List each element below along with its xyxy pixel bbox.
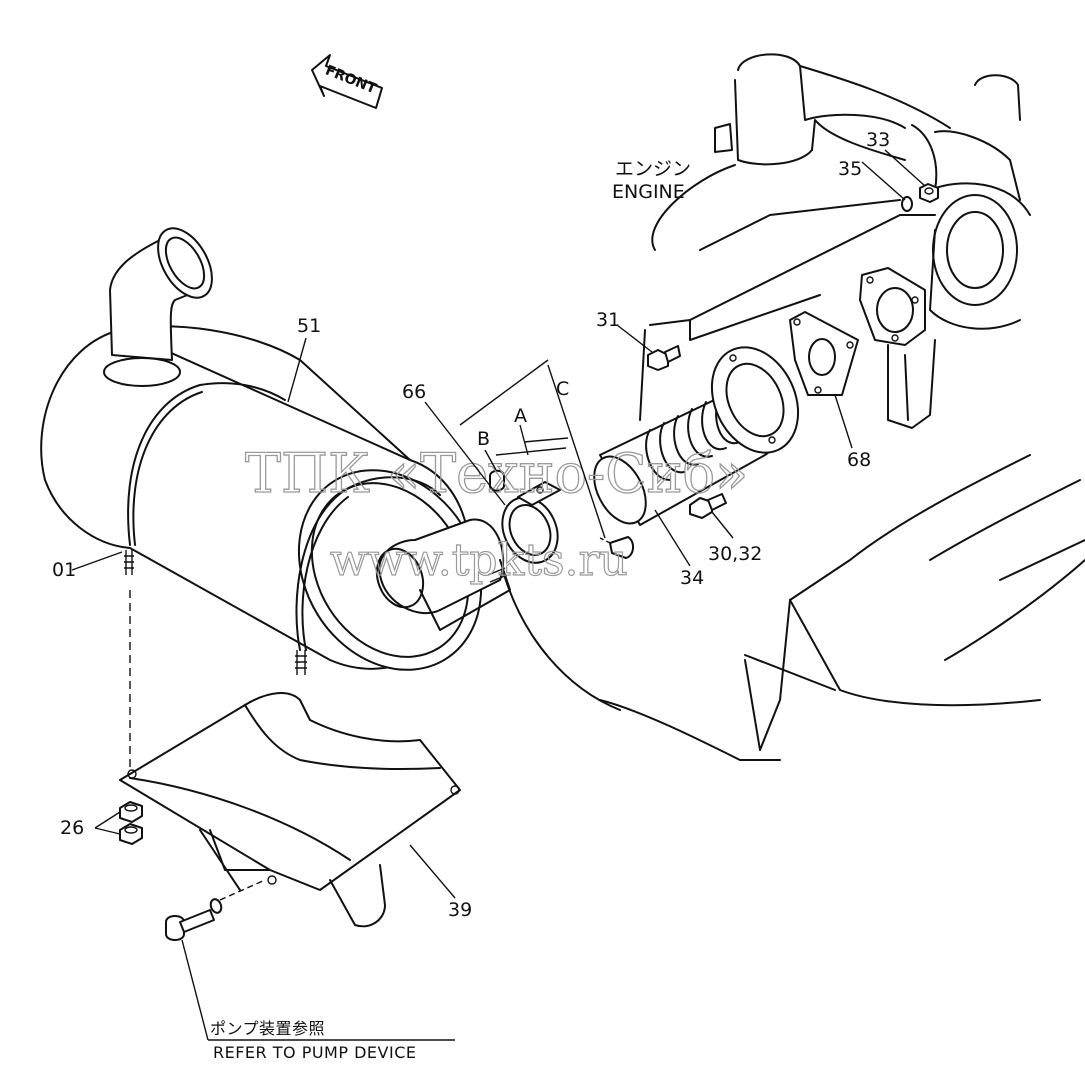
- bellows-34: [593, 346, 800, 526]
- detail-label-b: B: [477, 428, 490, 450]
- nuts-26: [119, 801, 143, 845]
- part-label-33: 33: [866, 129, 890, 151]
- gasket-68: [789, 311, 859, 396]
- part-label-01: 01: [52, 559, 76, 581]
- part-label-31: 31: [596, 309, 620, 331]
- bolt-31: [647, 345, 681, 371]
- nut-33: [919, 183, 939, 203]
- muffler-51: [40, 227, 511, 675]
- reference-note-jp: ポンプ装置参照: [210, 1019, 325, 1038]
- engine-label-en: ENGINE: [612, 181, 685, 203]
- front-arrow-icon: FRONT: [311, 54, 383, 109]
- clamp-66: [489, 437, 634, 564]
- part-label-30-32: 30,32: [708, 543, 762, 565]
- mount-bolt: [165, 879, 266, 941]
- engine-outline: [499, 53, 1085, 761]
- reference-note-en: REFER TO PUMP DEVICE: [213, 1043, 416, 1062]
- detail-label-c: C: [556, 378, 569, 400]
- engine-label-jp: エンジン: [615, 158, 691, 180]
- bracket-39: [119, 692, 461, 928]
- part-label-35: 35: [838, 158, 862, 180]
- part-label-34: 34: [680, 567, 704, 589]
- washer-35: [901, 196, 913, 212]
- part-label-66: 66: [402, 381, 426, 403]
- watermark-line2: www.tpkts.ru: [330, 535, 628, 586]
- detail-label-a: A: [514, 405, 527, 427]
- watermark-line1: ТПК «Техно-Сиб»: [245, 442, 748, 505]
- part-label-39: 39: [448, 899, 472, 921]
- part-label-26: 26: [60, 817, 84, 839]
- part-label-68: 68: [847, 449, 871, 471]
- part-label-51: 51: [297, 315, 321, 337]
- leader-lines: [71, 149, 926, 1041]
